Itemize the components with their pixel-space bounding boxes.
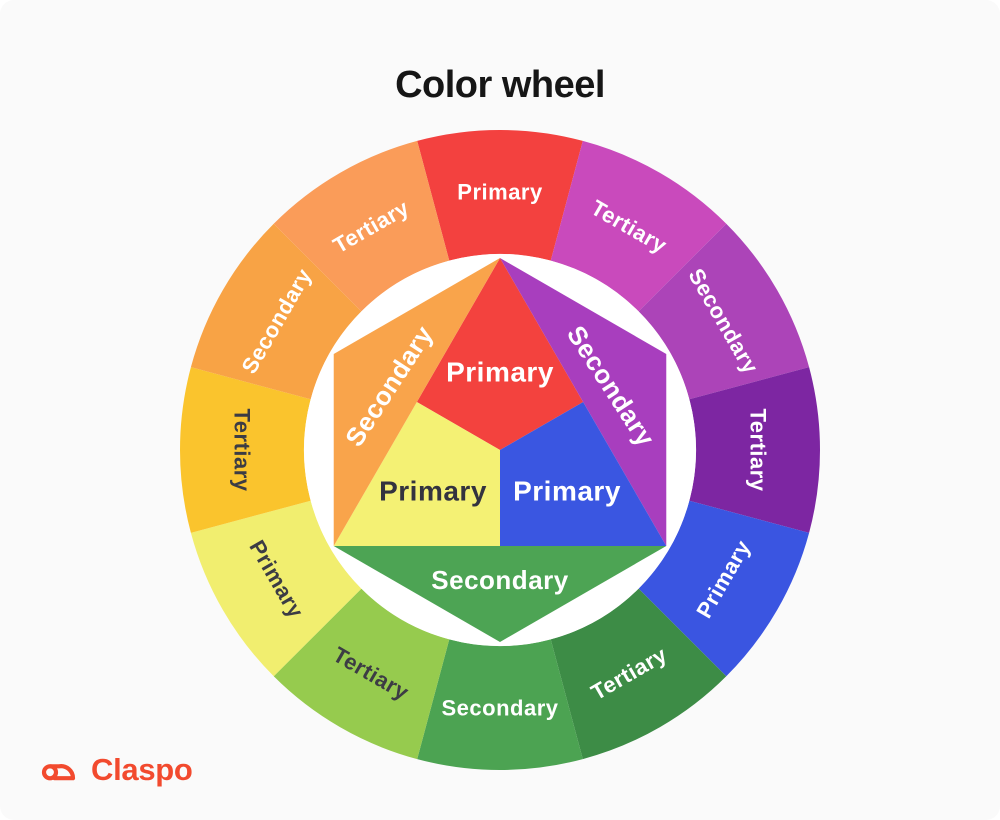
ring-segment-6-secondary [417,639,583,771]
ring-label-9-tertiary: Tertiary [230,408,255,491]
ring-segment-4-primary [638,500,810,677]
inner-label-primary-red: Primary [446,357,554,388]
ring-segment-7-tertiary [273,588,450,760]
ring-segment-5-tertiary [550,588,727,760]
claspo-cloud-icon [41,764,76,781]
ring-segment-0-primary [417,130,583,261]
ring-segment-10-secondary [190,223,362,400]
inner-shape-secondary-green [333,546,667,642]
inner-shape-primary-red [416,258,584,450]
ring-segment-1-tertiary [550,140,727,312]
ring-segment-3-tertiary [689,367,820,533]
inner-shape-primary-blue [500,402,667,546]
page-title: Color wheel [395,64,605,106]
inner-label-secondary-green: Secondary [431,565,568,595]
ring-segment-9-tertiary [180,367,311,533]
inner-label-primary-blue: Primary [513,476,621,507]
ring-segment-11-tertiary [273,140,450,312]
ring-segment-2-secondary [638,223,810,400]
ring-label-0-primary: Primary [457,180,543,205]
claspo-logo-text: Claspo [91,752,193,787]
ring-segment-8-primary [190,500,362,677]
inner-shape-secondary-orange [333,258,500,546]
claspo-logo: Claspo [38,752,193,788]
ring-label-3-tertiary: Tertiary [746,408,771,491]
inner-label-primary-yellow: Primary [379,476,487,507]
ring-label-6-secondary: Secondary [442,696,559,721]
inner-shape-primary-yellow [333,402,500,546]
